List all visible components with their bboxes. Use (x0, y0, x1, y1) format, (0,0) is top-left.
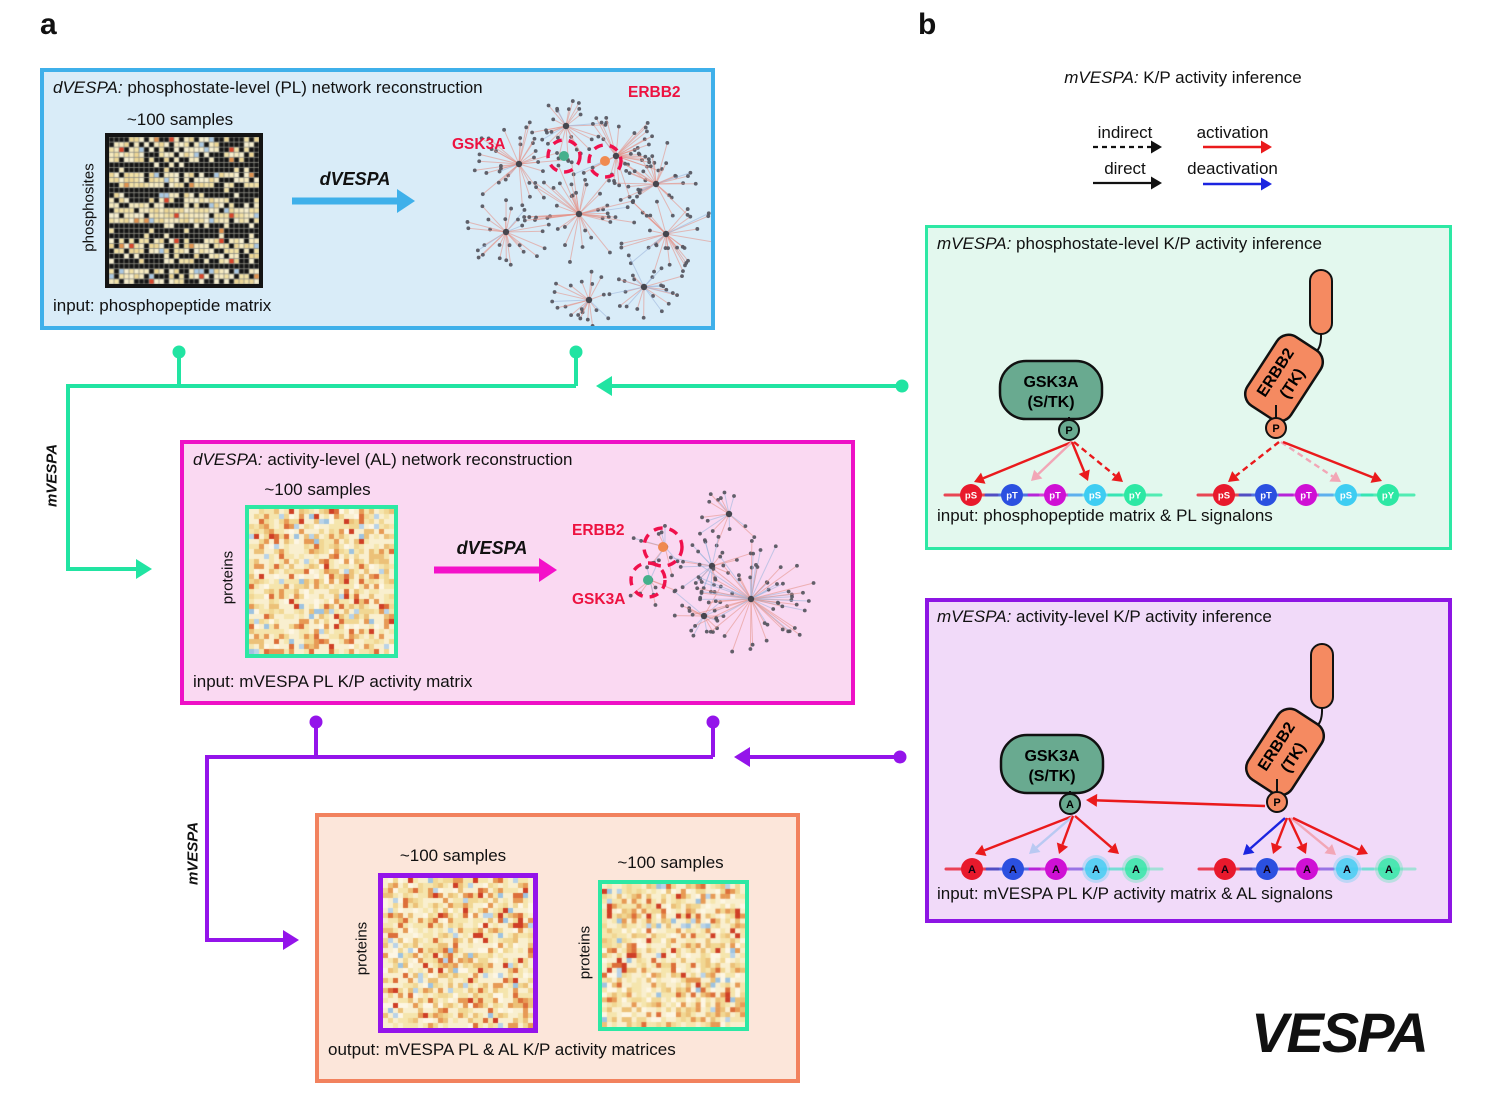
output-pl-matrix-heatmap (378, 873, 538, 1033)
output-al-axis-label: proteins (576, 925, 594, 980)
vespa-logo: VESPA (1251, 1001, 1429, 1064)
svg-text:A: A (1343, 864, 1351, 876)
panel-b-label: b (918, 8, 937, 41)
svg-text:A: A (1132, 864, 1140, 876)
al-arrow-label: dVESPA (456, 538, 528, 558)
svg-text:A: A (1303, 864, 1311, 876)
svg-text:pT: pT (1049, 491, 1061, 502)
pl-arrow-label: dVESPA (319, 169, 391, 189)
output-pl-samples-label: ~100 samples (399, 846, 507, 865)
legend-indirect-label: indirect (1097, 123, 1153, 142)
al-inference-title-rest: activity-level K/P activity inference (1011, 607, 1272, 626)
phosphopeptide-matrix-heatmap (105, 133, 263, 288)
pl-axis-label: phosphosites (80, 163, 98, 252)
svg-text:pT: pT (1260, 491, 1272, 502)
al-erbb2-label: ERBB2 (572, 522, 625, 539)
svg-text:(S/TK): (S/TK) (1027, 394, 1074, 411)
svg-text:pS: pS (1340, 491, 1352, 502)
panel-b-title-rest: K/P activity inference (1138, 68, 1302, 87)
pl-inference-title-prefix: mVESPA: (937, 234, 1012, 253)
svg-text:A: A (1263, 864, 1271, 876)
output-al-samples-label: ~100 samples (617, 853, 724, 872)
svg-text:P: P (1065, 425, 1072, 437)
svg-text:A: A (1066, 799, 1074, 811)
al-box-title: dVESPA: activity-level (AL) network reco… (193, 450, 573, 470)
output-pl-axis-label: proteins (353, 921, 371, 976)
pl-activity-matrix-heatmap (245, 505, 398, 658)
al-input-label: input: mVESPA PL K/P activity matrix (193, 672, 473, 691)
al-gsk3a-label: GSK3A (572, 591, 626, 608)
pl-erbb2-label: ERBB2 (628, 84, 681, 101)
svg-text:GSK3A: GSK3A (1024, 748, 1080, 765)
panel-a-label: a (40, 8, 57, 41)
svg-text:pT: pT (1006, 491, 1018, 502)
svg-text:A: A (1052, 864, 1060, 876)
svg-text:P: P (1272, 423, 1279, 435)
svg-text:A: A (1385, 864, 1393, 876)
al-inference-title: mVESPA: activity-level K/P activity infe… (937, 607, 1272, 627)
pl-box-title: dVESPA: phosphostate-level (PL) network … (53, 78, 483, 98)
pl-inference-title: mVESPA: phosphostate-level K/P activity … (937, 234, 1322, 254)
svg-text:pY: pY (1129, 491, 1142, 502)
pl-input-label: input: phosphopeptide matrix (53, 296, 272, 315)
panel-b-title-prefix: mVESPA: (1064, 68, 1139, 87)
pl-box-title-rest: phosphostate-level (PL) network reconstr… (122, 78, 483, 97)
flow-al-to-output-label: mVESPA (184, 821, 202, 886)
svg-text:A: A (1092, 864, 1100, 876)
legend-deactivation-label: deactivation (1187, 159, 1278, 178)
svg-text:A: A (1009, 864, 1017, 876)
svg-text:pS: pS (965, 491, 977, 502)
svg-text:P: P (1273, 797, 1280, 809)
svg-text:pS: pS (1218, 491, 1230, 502)
pl-inference-input-label: input: phosphopeptide matrix & PL signal… (937, 506, 1273, 525)
al-inference-input-label: input: mVESPA PL K/P activity matrix & A… (937, 884, 1333, 903)
svg-text:A: A (968, 864, 976, 876)
svg-text:A: A (1221, 864, 1229, 876)
output-label: output: mVESPA PL & AL K/P activity matr… (328, 1040, 676, 1059)
pl-box-title-prefix: dVESPA: (53, 78, 123, 97)
flow-pl-to-al-label: mVESPA (43, 443, 61, 508)
pl-samples-label: ~100 samples (126, 110, 234, 129)
output-al-matrix-heatmap (598, 880, 749, 1031)
legend-direct-label: direct (1104, 159, 1146, 178)
pl-inference-title-rest: phosphostate-level K/P activity inferenc… (1011, 234, 1322, 253)
al-box-title-prefix: dVESPA: (193, 450, 263, 469)
svg-text:(S/TK): (S/TK) (1028, 768, 1075, 785)
panel-b-title: mVESPA: K/P activity inference (968, 68, 1398, 88)
pl-network-graphic (465, 99, 711, 326)
svg-text:GSK3A: GSK3A (1023, 374, 1079, 391)
al-axis-label: proteins (219, 550, 237, 605)
al-network-graphic (628, 490, 816, 654)
svg-text:pY: pY (1382, 491, 1395, 502)
al-box-title-rest: activity-level (AL) network reconstructi… (262, 450, 573, 469)
svg-text:pS: pS (1089, 491, 1101, 502)
al-samples-label: ~100 samples (264, 480, 371, 499)
al-inference-title-prefix: mVESPA: (937, 607, 1012, 626)
svg-text:pT: pT (1300, 491, 1312, 502)
legend-activation-label: activation (1196, 123, 1269, 142)
pl-gsk3a-label: GSK3A (452, 136, 506, 153)
